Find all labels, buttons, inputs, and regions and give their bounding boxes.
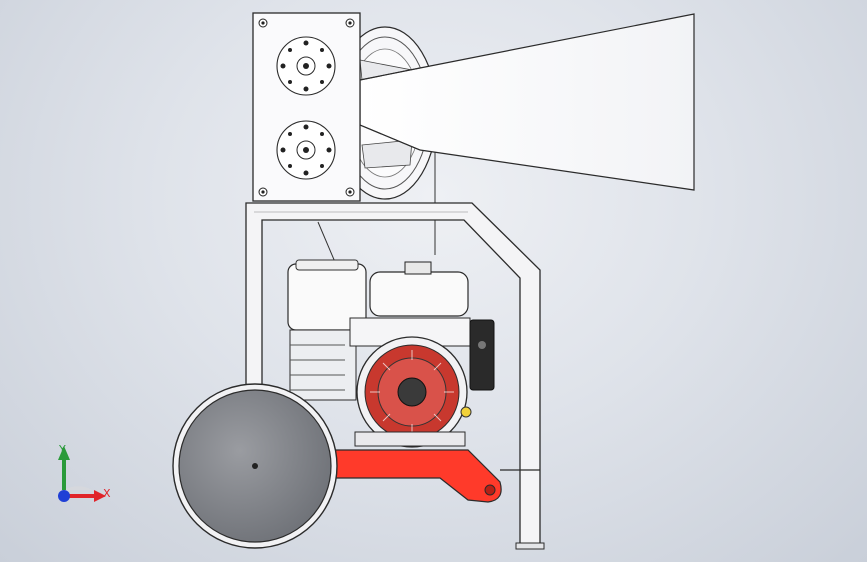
y-axis-label: Y [58,443,66,456]
chute-housing-plate [252,12,361,202]
axis-triad: Y X [58,443,111,502]
x-axis-head [94,490,106,502]
wheel [172,383,338,549]
x-axis-label: X [103,487,111,500]
petrol-engine [287,259,495,448]
corner-bolt [258,18,355,197]
bearing-flange-lower [276,120,336,180]
bearing-flange-upper [276,36,336,96]
mounting-bracket [299,449,502,503]
y-axis-head [58,446,70,460]
z-axis-origin [58,490,70,502]
